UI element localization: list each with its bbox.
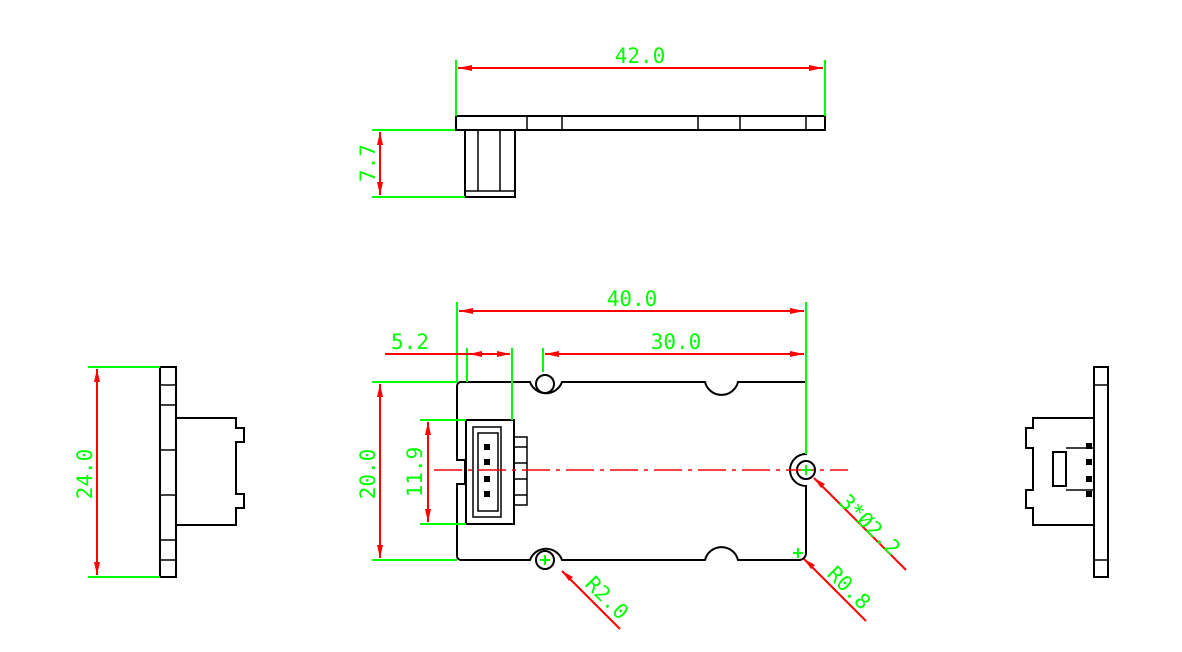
left-side-connector bbox=[176, 417, 245, 526]
dim-board-height: 20.0 bbox=[356, 381, 457, 561]
dim-corner-radius-label: R0.8 bbox=[822, 562, 875, 615]
top-view bbox=[455, 115, 826, 198]
dim-connector-offset-label: 5.2 bbox=[391, 330, 429, 354]
dim-connector-height-label: 11.9 bbox=[403, 447, 427, 498]
front-view-board-outline bbox=[456, 381, 807, 561]
dim-holes: 3*Ø2.2 bbox=[813, 477, 907, 571]
dim-corner-radius: R0.8 bbox=[803, 558, 875, 622]
dim-side-height-label: 24.0 bbox=[73, 449, 97, 500]
dim-side-height: 24.0 bbox=[73, 366, 160, 578]
right-side-board bbox=[1093, 366, 1109, 578]
right-side-connector bbox=[1025, 417, 1094, 526]
top-view-connector bbox=[464, 129, 516, 198]
dim-connector-offset: 5.2 bbox=[385, 330, 513, 420]
right-side-view bbox=[1025, 366, 1109, 578]
dim-front-width-label: 40.0 bbox=[607, 287, 658, 311]
dim-top-length: 42.0 bbox=[455, 44, 826, 116]
front-view-connector bbox=[465, 419, 528, 525]
dim-connector-height: 11.9 bbox=[403, 419, 466, 525]
dim-top-height-label: 7.7 bbox=[356, 144, 380, 182]
dim-hole-spacing-label: 30.0 bbox=[651, 330, 702, 354]
top-view-board bbox=[455, 115, 826, 131]
front-view bbox=[456, 374, 816, 570]
mount-hole-top bbox=[535, 374, 555, 394]
right-side-latch bbox=[1052, 451, 1067, 487]
left-side-view bbox=[159, 366, 245, 578]
left-side-board bbox=[159, 366, 177, 578]
dim-holes-label: 3*Ø2.2 bbox=[834, 490, 905, 561]
dim-notch-radius: R2.0 bbox=[561, 570, 633, 630]
dim-hole-spacing: 30.0 bbox=[542, 330, 804, 372]
mount-hole-bottom bbox=[535, 550, 555, 570]
hole-center-markers bbox=[540, 465, 811, 565]
dim-top-length-label: 42.0 bbox=[615, 44, 666, 68]
dim-top-height: 7.7 bbox=[356, 129, 465, 198]
dim-board-height-label: 20.0 bbox=[356, 449, 380, 500]
dim-front-width: 40.0 bbox=[456, 287, 807, 454]
